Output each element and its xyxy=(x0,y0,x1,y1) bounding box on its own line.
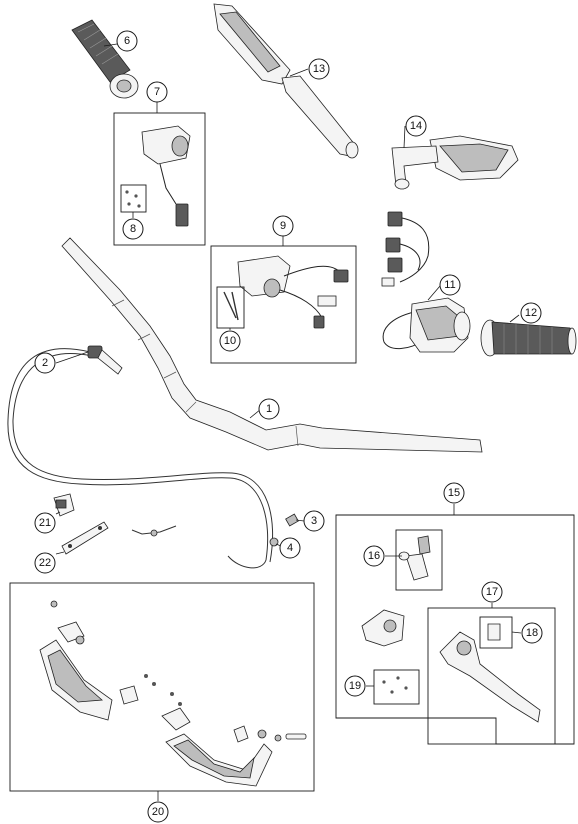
callout-10: 10 xyxy=(219,330,241,352)
svg-text:1: 1 xyxy=(266,403,272,415)
svg-text:14: 14 xyxy=(410,120,422,132)
callout-11: 11 xyxy=(439,274,461,296)
svg-text:18: 18 xyxy=(526,627,538,639)
part-22-bracket xyxy=(61,521,109,555)
svg-text:7: 7 xyxy=(154,86,160,98)
svg-text:16: 16 xyxy=(368,550,380,562)
svg-text:8: 8 xyxy=(130,223,136,235)
svg-text:19: 19 xyxy=(349,680,361,692)
callout-13: 13 xyxy=(308,58,330,80)
callout-6: 6 xyxy=(116,30,138,52)
callout-8: 8 xyxy=(122,218,144,240)
part-1-handlebar xyxy=(61,237,483,453)
callout-1: 1 xyxy=(258,398,280,420)
svg-text:11: 11 xyxy=(444,279,455,291)
callout-9: 9 xyxy=(272,215,294,237)
svg-text:22: 22 xyxy=(39,557,51,569)
part-9-right-switch-box xyxy=(210,245,357,364)
svg-text:15: 15 xyxy=(448,487,460,499)
part-11-throttle-assembly xyxy=(381,211,471,353)
svg-text:20: 20 xyxy=(152,806,164,818)
callout-19: 19 xyxy=(344,675,366,697)
svg-text:3: 3 xyxy=(311,515,317,527)
callout-18: 18 xyxy=(521,622,543,644)
svg-text:10: 10 xyxy=(224,335,236,347)
part-14-right-mirror xyxy=(391,135,519,190)
svg-text:13: 13 xyxy=(313,63,325,75)
part-15-lever-assembly-box xyxy=(335,514,575,745)
svg-text:9: 9 xyxy=(280,220,286,232)
part-3-screw xyxy=(285,513,299,527)
callout-22: 22 xyxy=(34,552,56,574)
part-cable-short xyxy=(131,525,177,537)
callout-3: 3 xyxy=(303,510,325,532)
svg-text:21: 21 xyxy=(39,517,51,529)
part-12-right-grip xyxy=(480,319,577,357)
callout-14: 14 xyxy=(405,115,427,137)
svg-text:17: 17 xyxy=(486,586,498,598)
callout-20: 20 xyxy=(147,801,169,823)
callout-12: 12 xyxy=(520,302,542,324)
svg-text:2: 2 xyxy=(42,357,48,369)
callout-21: 21 xyxy=(34,512,56,534)
svg-text:6: 6 xyxy=(124,35,130,47)
part-2-cable xyxy=(7,345,273,569)
callout-7: 7 xyxy=(146,81,168,103)
part-7-left-switch-box xyxy=(113,112,206,246)
part-21-clamp xyxy=(53,493,75,517)
callout-17: 17 xyxy=(481,581,503,603)
callout-15: 15 xyxy=(443,482,465,504)
part-4-nut xyxy=(269,537,279,547)
callout-4: 4 xyxy=(279,537,301,559)
callout-2: 2 xyxy=(34,352,56,374)
part-13-left-mirror xyxy=(213,3,359,159)
callout-16: 16 xyxy=(363,545,385,567)
svg-text:12: 12 xyxy=(525,307,537,319)
part-6-left-grip xyxy=(71,19,139,99)
svg-text:4: 4 xyxy=(287,542,293,554)
part-20-handguard-box xyxy=(9,582,315,792)
leader-lines xyxy=(55,43,522,801)
